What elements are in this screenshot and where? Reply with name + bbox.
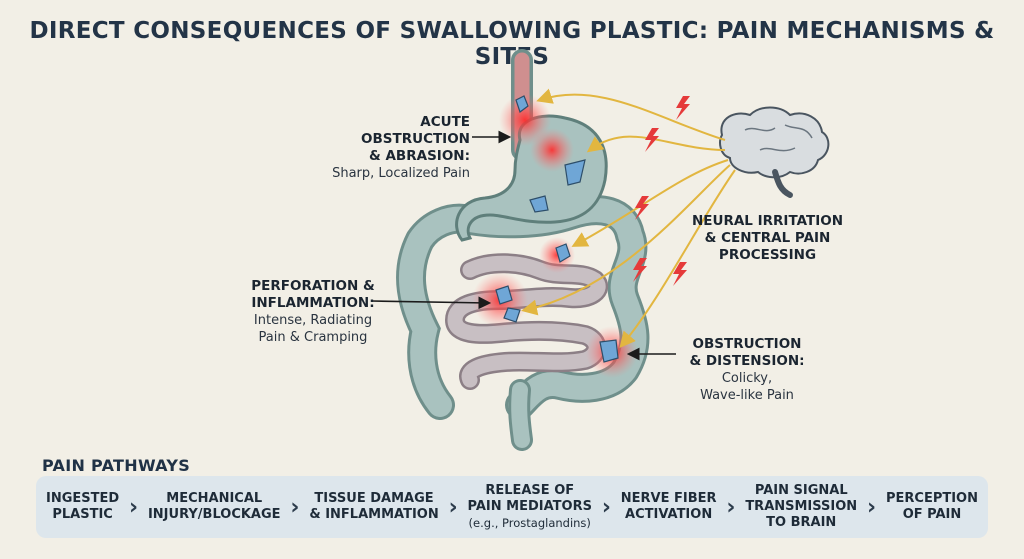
chevron-right-icon: › xyxy=(290,494,300,520)
step-line: ACTIVATION xyxy=(625,507,713,522)
label-obstruction-head2: & DISTENSION: xyxy=(689,353,805,369)
label-obstruction-distension: OBSTRUCTION & DISTENSION: Colicky, Wave-… xyxy=(672,336,822,404)
plastic-fragment-icon xyxy=(495,95,619,363)
label-acute-head2: & ABRASION: xyxy=(369,148,470,164)
pathway-step-pain-mediators: RELEASE OF PAIN MEDIATORS (e.g., Prostag… xyxy=(468,483,592,531)
small-intestine xyxy=(444,253,609,390)
label-neural-line2: & CENTRAL PAIN xyxy=(704,230,831,246)
step-note: (e.g., Prostaglandins) xyxy=(468,516,591,530)
step-line: & INFLAMMATION xyxy=(309,507,439,522)
step-line: PAIN SIGNAL xyxy=(754,483,848,498)
chevron-right-icon: › xyxy=(601,494,611,520)
pathway-step-signal-transmission: PAIN SIGNAL TRANSMISSION TO BRAIN xyxy=(745,483,857,531)
pathway-step-tissue-damage: TISSUE DAMAGE & INFLAMMATION xyxy=(309,491,438,523)
page-title: DIRECT CONSEQUENCES OF SWALLOWING PLASTI… xyxy=(29,18,995,70)
pain-glow-esophagus xyxy=(499,94,551,146)
pathway-step-ingested-plastic: INGESTED PLASTIC xyxy=(46,491,119,523)
label-acute-obstruction: ACUTE OBSTRUCTION & ABRASION: Sharp, Loc… xyxy=(320,114,470,182)
step-line: PAIN MEDIATORS xyxy=(467,499,592,514)
label-acute-sub: Sharp, Localized Pain xyxy=(332,166,470,181)
step-line: INGESTED xyxy=(46,491,120,506)
chevron-right-icon: › xyxy=(726,494,736,520)
pain-pathways-title: PAIN PATHWAYS xyxy=(42,456,191,475)
label-perforation-head1: PERFORATION & xyxy=(251,278,375,294)
pathway-step-nerve-activation: NERVE FIBER ACTIVATION xyxy=(621,491,717,523)
label-perforation: PERFORATION & INFLAMMATION: Intense, Rad… xyxy=(248,278,378,346)
brain-icon xyxy=(719,106,830,198)
label-neural-line3: PROCESSING xyxy=(718,247,817,263)
label-obstruction-head1: OBSTRUCTION xyxy=(692,336,802,352)
chevron-right-icon: › xyxy=(448,494,458,520)
label-obstruction-sub2: Wave-like Pain xyxy=(700,388,794,403)
nerve-signal-lines xyxy=(521,88,736,349)
pathway-step-mechanical-injury: MECHANICAL INJURY/BLOCKAGE xyxy=(148,491,281,523)
step-line: TO BRAIN xyxy=(766,515,837,530)
lightning-bolt-icon xyxy=(633,96,690,286)
digestive-diagram xyxy=(371,49,830,451)
annotation-arrows xyxy=(371,130,676,361)
step-line: OF PAIN xyxy=(902,507,962,522)
label-perforation-sub1: Intense, Radiating xyxy=(253,313,373,328)
label-perforation-head2: INFLAMMATION: xyxy=(251,295,375,311)
step-line: MECHANICAL xyxy=(166,491,263,506)
step-line: NERVE FIBER xyxy=(620,491,717,506)
label-acute-head1: ACUTE OBSTRUCTION xyxy=(361,114,470,147)
label-neural-irritation: NEURAL IRRITATION & CENTRAL PAIN PROCESS… xyxy=(680,213,855,264)
step-line: TISSUE DAMAGE xyxy=(314,491,434,506)
step-line: INJURY/BLOCKAGE xyxy=(147,507,281,522)
label-neural-line1: NEURAL IRRITATION xyxy=(691,213,844,229)
pain-pathways-panel: INGESTED PLASTIC › MECHANICAL INJURY/BLO… xyxy=(36,476,988,538)
chevron-right-icon: › xyxy=(867,494,877,520)
pain-glow-stomach xyxy=(530,128,574,172)
step-line: PLASTIC xyxy=(52,507,113,522)
chevron-right-icon: › xyxy=(129,494,139,520)
step-line: TRANSMISSION xyxy=(745,499,858,514)
pathway-step-perception: PERCEPTION OF PAIN xyxy=(886,491,978,523)
step-line: PERCEPTION xyxy=(885,491,978,506)
label-perforation-sub2: Pain & Cramping xyxy=(258,330,368,345)
step-line: RELEASE OF xyxy=(485,483,575,498)
label-obstruction-sub1: Colicky, xyxy=(721,371,773,386)
